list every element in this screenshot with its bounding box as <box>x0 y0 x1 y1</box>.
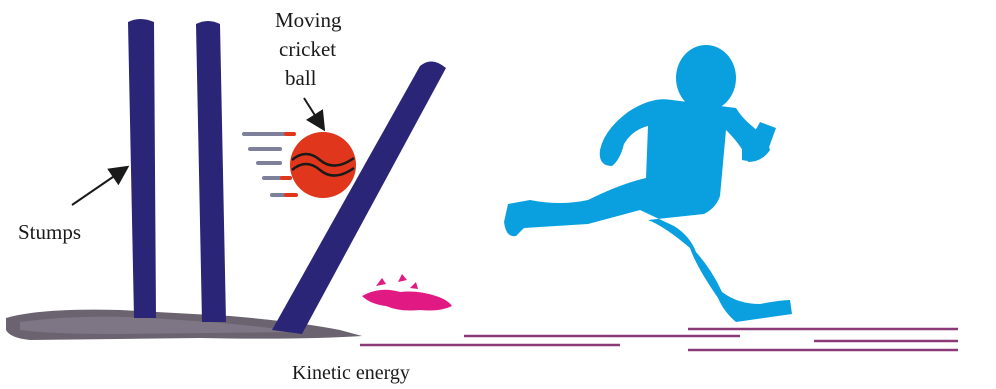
stump-middle <box>196 21 226 322</box>
stumps-label: Stumps <box>18 220 81 244</box>
ball-label-line3: ball <box>285 66 317 90</box>
caption-label: Kinetic energy <box>292 362 410 384</box>
ball-motion-streaks <box>244 134 296 195</box>
ball-label-arrow <box>304 98 323 128</box>
stump-left <box>128 19 156 318</box>
bail-splash <box>376 274 418 289</box>
running-boy-icon <box>504 45 792 322</box>
ball-label-line2: cricket <box>279 37 336 61</box>
ball-label-line1: Moving <box>275 8 342 32</box>
bail-icon <box>362 290 452 311</box>
motion-track-lines <box>360 329 958 350</box>
stumps-label-arrow <box>72 168 126 205</box>
